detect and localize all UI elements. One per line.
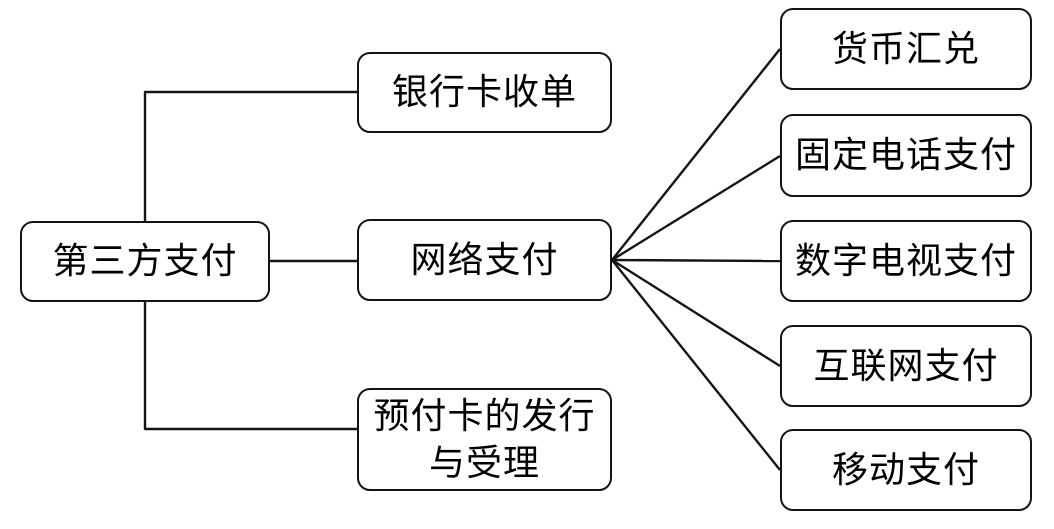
node-label-prepaid-card-issuance: 预付卡的发行 与受理 xyxy=(373,396,596,483)
edge-online-to-internet xyxy=(611,258,781,368)
node-internet-payment: 互联网支付 xyxy=(780,325,1032,407)
node-third-party-payment: 第三方支付 xyxy=(20,221,270,302)
node-digital-tv-payment: 数字电视支付 xyxy=(780,220,1032,302)
edge-online-to-currency-exchange xyxy=(611,48,781,261)
node-label-digital-tv-payment: 数字电视支付 xyxy=(794,240,1017,281)
node-online-payment: 网络支付 xyxy=(357,219,612,301)
edge-root-to-prepaid-card xyxy=(143,302,357,431)
node-bank-card-acquiring: 银行卡收单 xyxy=(357,52,612,133)
edge-online-to-fixed-phone xyxy=(611,154,781,262)
node-fixed-phone-payment: 固定电话支付 xyxy=(780,114,1032,197)
node-label-bank-card-acquiring: 银行卡收单 xyxy=(391,72,577,113)
node-prepaid-card-issuance: 预付卡的发行 与受理 xyxy=(357,388,612,491)
edge-root-to-bank-card xyxy=(143,90,357,221)
node-label-third-party-payment: 第三方支付 xyxy=(52,241,238,282)
node-label-currency-exchange: 货币汇兑 xyxy=(831,28,980,69)
node-label-mobile-payment: 移动支付 xyxy=(831,449,980,490)
node-currency-exchange: 货币汇兑 xyxy=(780,8,1032,90)
node-label-internet-payment: 互联网支付 xyxy=(813,345,999,386)
edge-online-to-mobile xyxy=(611,259,781,471)
node-label-online-payment: 网络支付 xyxy=(410,239,559,280)
node-mobile-payment: 移动支付 xyxy=(780,429,1032,511)
node-label-fixed-phone-payment: 固定电话支付 xyxy=(794,135,1017,176)
edge-online-to-digital-tv xyxy=(611,258,781,263)
